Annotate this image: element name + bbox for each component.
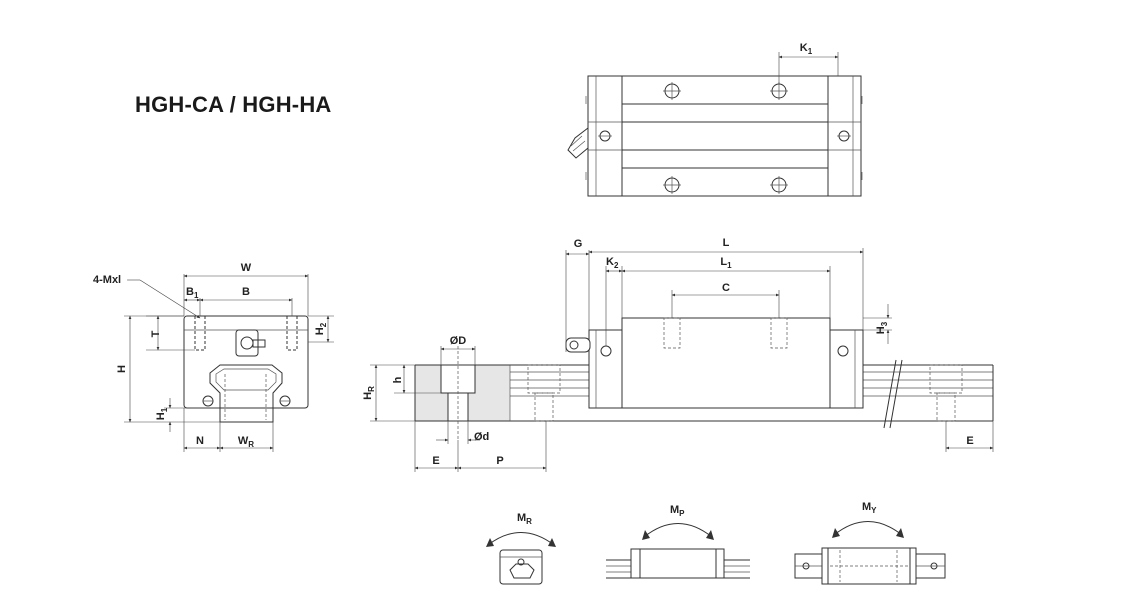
- n-label: N: [196, 435, 204, 447]
- c-label: C: [722, 282, 730, 294]
- h1-label: H1: [155, 407, 169, 420]
- b-label: B: [242, 286, 250, 298]
- t-label: T: [150, 330, 162, 337]
- side-view: G L K2 L1 C H3 ØD h HR: [362, 237, 994, 472]
- g-label: G: [574, 238, 583, 250]
- od-small-label: Ød: [474, 431, 489, 443]
- moment-my: MY: [794, 501, 946, 585]
- hr-label: HR: [362, 386, 376, 400]
- k2-label: K2: [606, 256, 619, 270]
- grease-nipple-icon: [235, 329, 266, 357]
- h3-label: H3: [875, 321, 889, 334]
- k1-label: K1: [800, 42, 813, 56]
- mr-label: MR: [517, 512, 532, 526]
- h-label: H: [116, 365, 128, 373]
- w-label: W: [241, 262, 252, 274]
- e-right-label: E: [966, 435, 973, 447]
- my-label: MY: [862, 501, 877, 515]
- h2-label: H2: [314, 322, 328, 335]
- end-view: W B1 B 4-Mxl T H H1 H2: [93, 262, 334, 452]
- wr-label: WR: [238, 435, 254, 449]
- l1-label: L1: [720, 256, 732, 270]
- l-label: L: [723, 237, 730, 249]
- h-small-label: h: [392, 376, 404, 383]
- top-view: K1: [567, 42, 863, 197]
- grease-nipple-icon: [565, 337, 591, 353]
- od-large-label: ØD: [450, 335, 467, 347]
- bolt-hole-icon: [598, 82, 851, 194]
- p-label: P: [496, 455, 503, 467]
- mp-label: MP: [670, 504, 685, 518]
- bolt-head-icon: [202, 395, 291, 407]
- e-left-label: E: [432, 455, 439, 467]
- moment-mr: MR: [486, 512, 556, 585]
- grease-nipple-icon: [567, 126, 589, 159]
- drawing-title: HGH-CA / HGH-HA: [135, 92, 332, 117]
- b1-label: B1: [186, 286, 199, 300]
- moment-mp: MP: [606, 504, 750, 579]
- mxl-label: 4-Mxl: [93, 274, 121, 286]
